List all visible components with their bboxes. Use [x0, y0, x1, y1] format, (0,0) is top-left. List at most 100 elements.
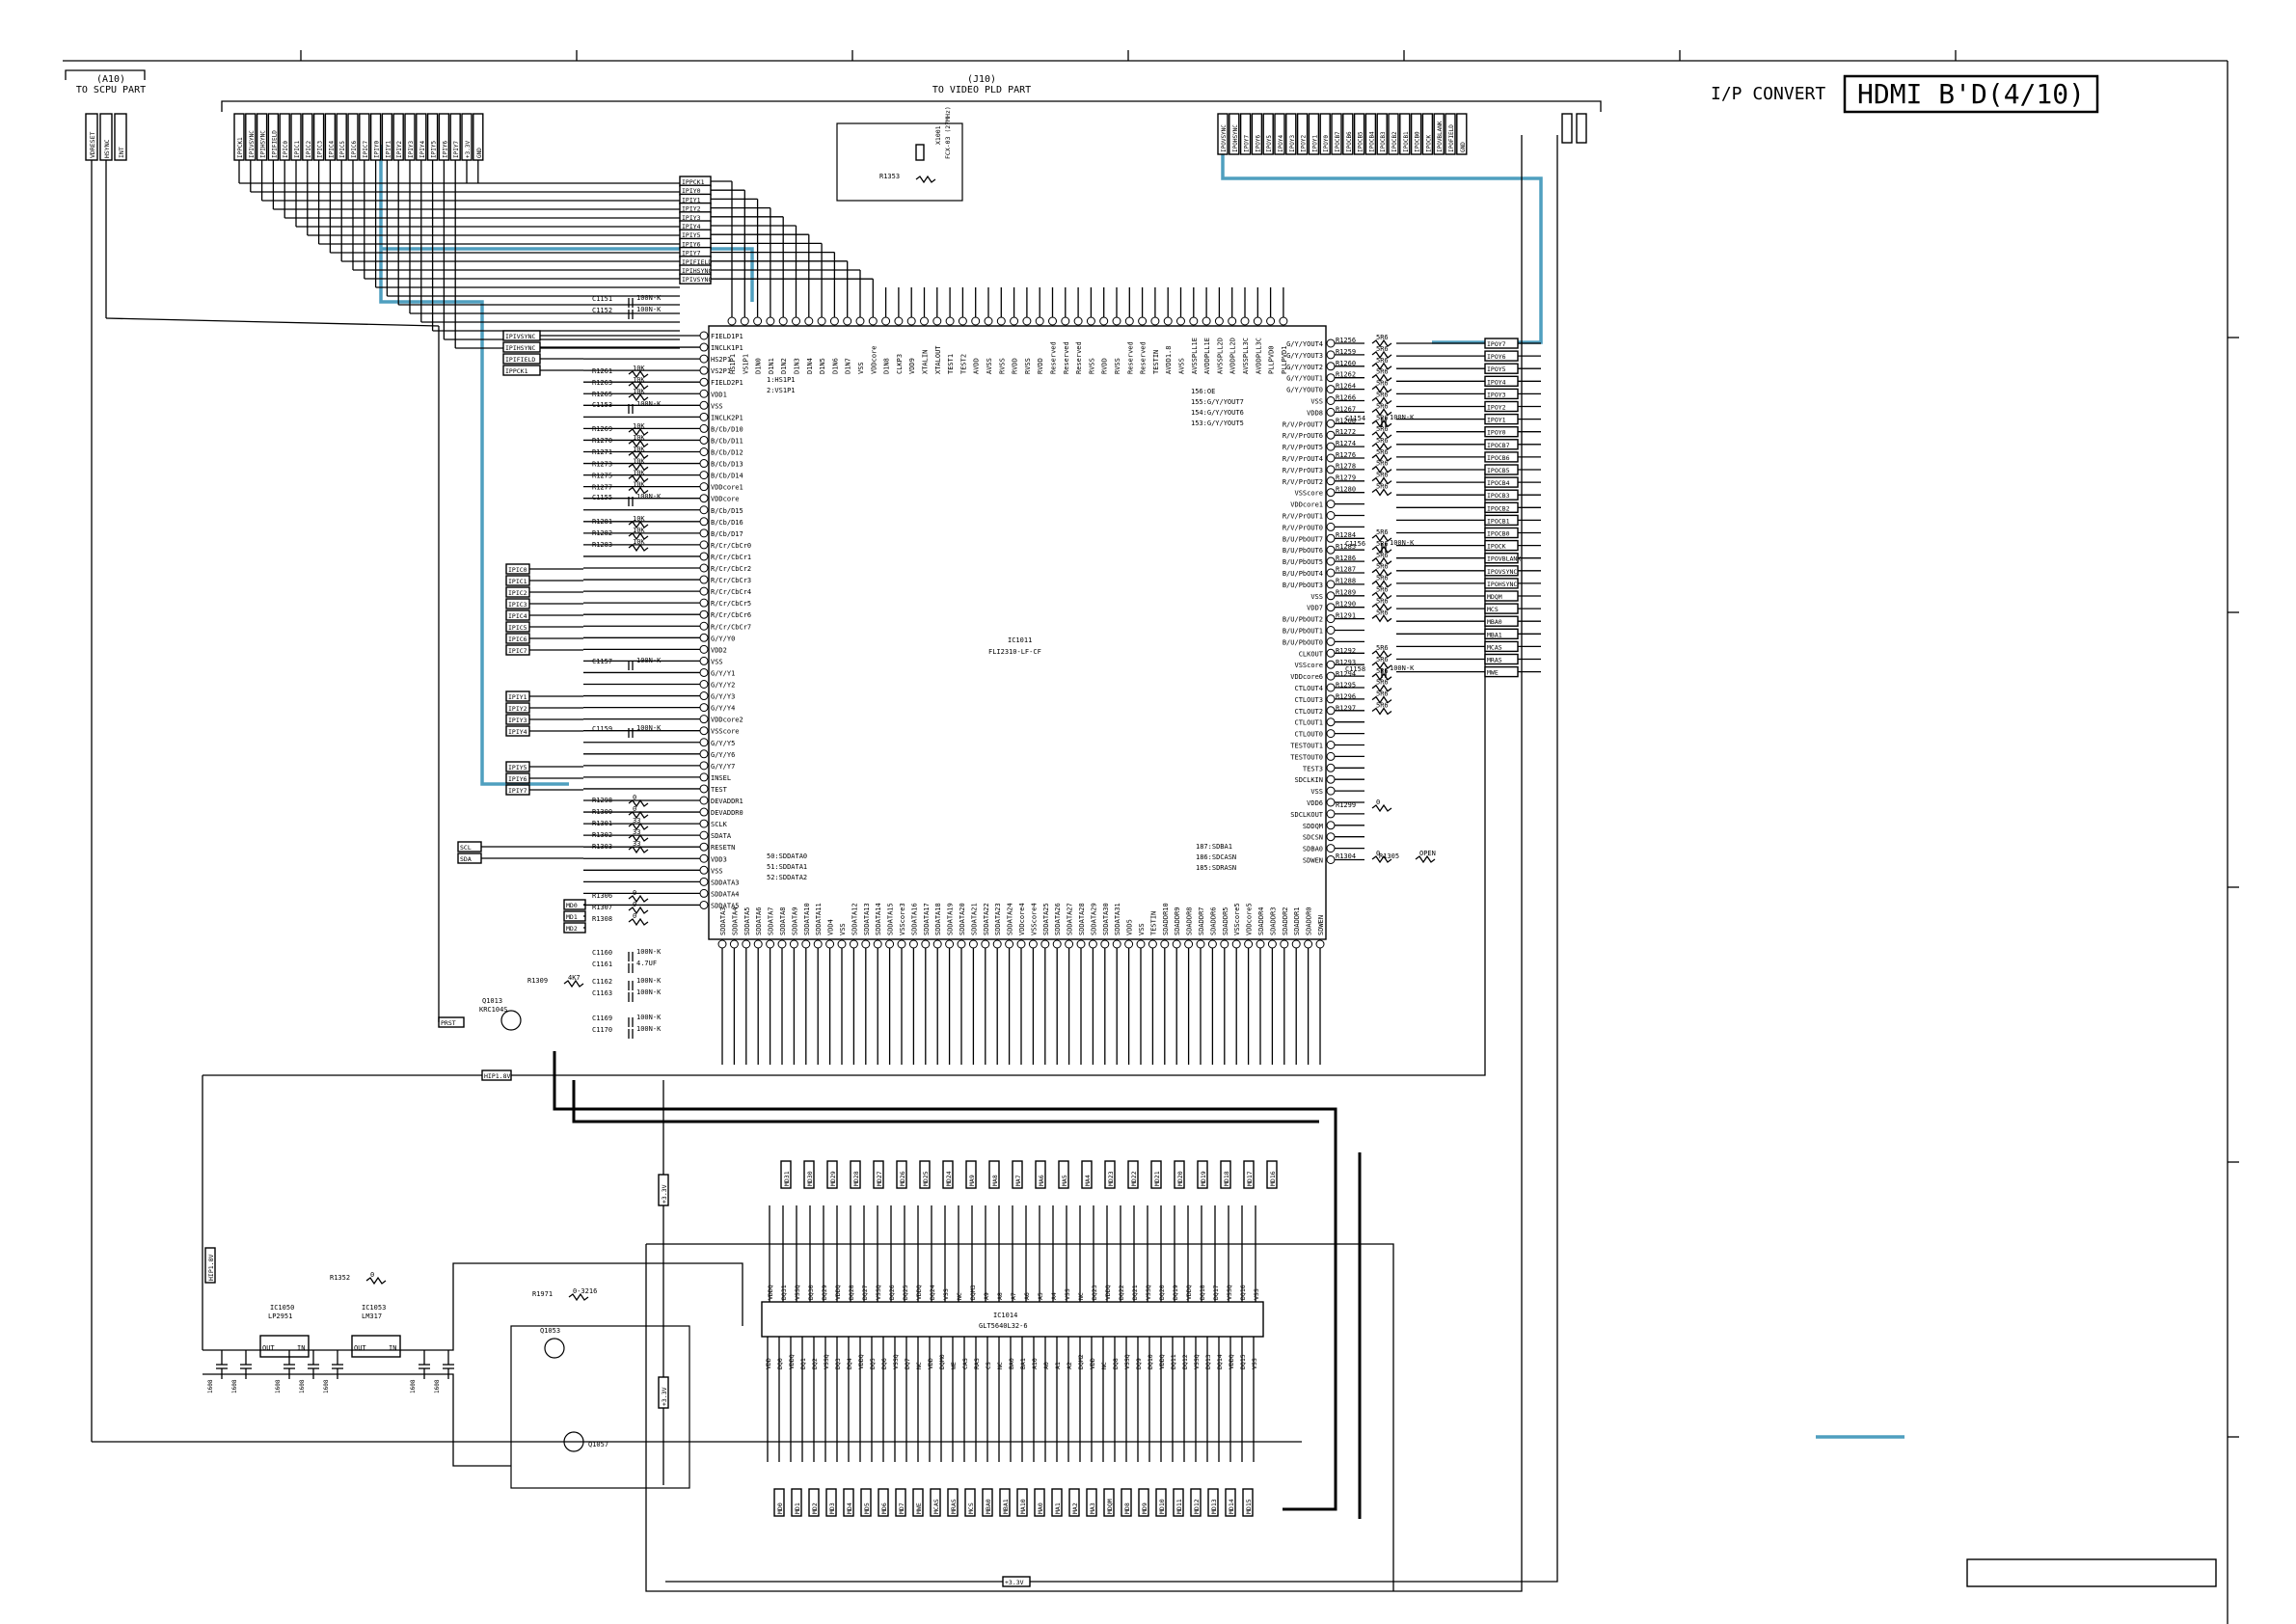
right-output-net: IPOY5: [1484, 363, 1519, 374]
resistor-value: 33: [633, 828, 640, 836]
ic1011-top-pin: [1189, 316, 1199, 326]
ic1011-left-pin: [699, 540, 709, 550]
ic1011-left-pin-name: R/Cr/CbCr0: [711, 542, 751, 550]
mem-bottom-net: MD2: [808, 1488, 820, 1517]
ic1011-left-pin-name: VSS: [711, 867, 723, 875]
ic1011-right-pin-name: TESTOUT1: [1290, 743, 1323, 750]
out-pin-label: IPOCB0: [1415, 131, 1421, 152]
cap-ref: C1160: [592, 949, 612, 957]
ic1011-top-pin-name: HS1P1: [729, 354, 737, 374]
net-tag-text: +3.3V: [1005, 1579, 1024, 1586]
ic1011-bottom-pin: [717, 939, 727, 949]
ic1011-right-pin-name: B/U/PbOUT3: [1283, 582, 1323, 589]
resistor-ref: R1274: [1336, 440, 1356, 447]
net-tag-text: MD12: [1193, 1499, 1201, 1514]
ic1011-left-pin: [699, 552, 709, 561]
resistor-ref: R1971: [532, 1290, 553, 1298]
net-tag-text: MRAS: [1487, 657, 1502, 664]
mem-top-net: MD20: [1174, 1160, 1185, 1189]
ic1011-top-pin-name: D1N3: [794, 358, 801, 374]
resistor-value: 10K: [633, 422, 645, 430]
ic1011-left-pin: [699, 644, 709, 654]
resistor-value: 10K: [633, 538, 645, 546]
ic1011-left-pin-name: FIELD2P1: [711, 379, 743, 387]
net-tag-text: MD21: [1153, 1171, 1161, 1186]
ic1011-left-pin-name: B/Cb/D15: [711, 507, 743, 515]
j10-pin-label: IPIC4: [328, 141, 335, 158]
ic1014-bottom-pin-name: VSSQ: [823, 1354, 830, 1369]
net-tag-text: MD1: [794, 1502, 801, 1514]
resistor-value: 10K: [633, 446, 645, 453]
ic1011-bottom-pin: [1207, 939, 1217, 949]
j10-pin-label: IPIY4: [419, 141, 426, 158]
right-output-net: MDQM: [1484, 590, 1519, 602]
resistor-value: 0: [633, 805, 636, 813]
out-pin: [1433, 113, 1445, 155]
mem-bottom-net: MBA0: [982, 1488, 993, 1517]
ic1011-bottom-pin-name: SDDATA16: [910, 903, 918, 935]
mem-bottom-net: MD12: [1190, 1488, 1202, 1517]
ic1011-top-pin: [945, 316, 955, 326]
ic1011-bottom-pin-name: SDDATA6: [755, 907, 763, 935]
mid-left-net: IPIY3: [505, 714, 530, 725]
ic1011-right-pin: [1326, 407, 1336, 417]
ic1011-top-pin: [753, 316, 763, 326]
ic1011-right-pin-name: B/U/PbOUT6: [1283, 547, 1323, 555]
resistor-ref: R1268: [1336, 417, 1356, 424]
net-tag-box: [658, 1174, 669, 1206]
ic1011-right-pin: [1326, 636, 1336, 646]
net-tag-text: MA7: [1014, 1175, 1022, 1186]
net-tag-text: IPOCB3: [1487, 492, 1510, 500]
right-output-net: MWE: [1484, 665, 1519, 678]
resistor-value: 5R6: [1376, 644, 1389, 652]
ic1011-top-pin: [1010, 316, 1019, 326]
ic1011-note: 185:SDRASN: [1196, 864, 1236, 872]
right-output-net: IPOCB6: [1484, 451, 1519, 463]
ic1011-left-pin-name: R/Cr/CbCr2: [711, 565, 751, 573]
ic1011-bottom-pin: [1040, 939, 1050, 949]
net-tag-box: [947, 1488, 959, 1517]
resistor-ref: R1298: [592, 797, 612, 804]
ic1011-left-pin-name: VDD2: [711, 646, 727, 654]
right-output-net: IPOY0: [1484, 426, 1519, 438]
resistor-body: [628, 822, 649, 831]
ic1014-top-pin-name: VDDQ: [767, 1285, 774, 1300]
header-left: (A10) TO SCPU PART: [76, 74, 146, 95]
net-tag-text: MCS: [967, 1502, 975, 1514]
ic1011-bottom-pin-name: SDDATA23: [994, 903, 1002, 935]
net-tag-box: [1012, 1160, 1023, 1189]
ic1011-right-pin-name: G/Y/YOUT1: [1286, 375, 1323, 383]
net-tag-text: MD6: [880, 1502, 888, 1514]
ic1011-top-pin-name: D1N6: [831, 358, 839, 374]
net-tag-text: MA3: [1089, 1502, 1096, 1514]
mem-top-net: MD18: [1220, 1160, 1231, 1189]
net-tag-text: MD26: [899, 1171, 906, 1186]
ic1011-bottom-pin: [1005, 939, 1014, 949]
ic1011-left-pin-name: VSScore: [711, 728, 740, 736]
ic1011-top-pin-name: AVDDPLL1E: [1203, 338, 1211, 374]
net-tag-text: +3.3V: [661, 1387, 668, 1406]
resistor-value: 5R6: [1376, 437, 1389, 445]
q1057-transistor: Q1057: [563, 1431, 608, 1452]
ic1011-left-pin: [699, 761, 709, 771]
ic1011-bottom-pin: [1256, 939, 1265, 949]
ic1011-body: [708, 325, 1327, 940]
mem-top-net: MA4: [1081, 1160, 1093, 1189]
ic1011-note: 153:G/Y/YOUT5: [1191, 420, 1244, 427]
title-block-box: [1966, 1558, 2217, 1587]
ic1011-top-pin: [766, 316, 775, 326]
ic1014-top-pin-name: VDDQ: [1104, 1285, 1112, 1300]
ic1050-ref: IC1050: [270, 1304, 294, 1312]
ic1011-left-pin: [699, 609, 709, 619]
ic1011-left-pin: [699, 715, 709, 724]
ic1014-part: GLT5640L32-6: [979, 1322, 1028, 1330]
